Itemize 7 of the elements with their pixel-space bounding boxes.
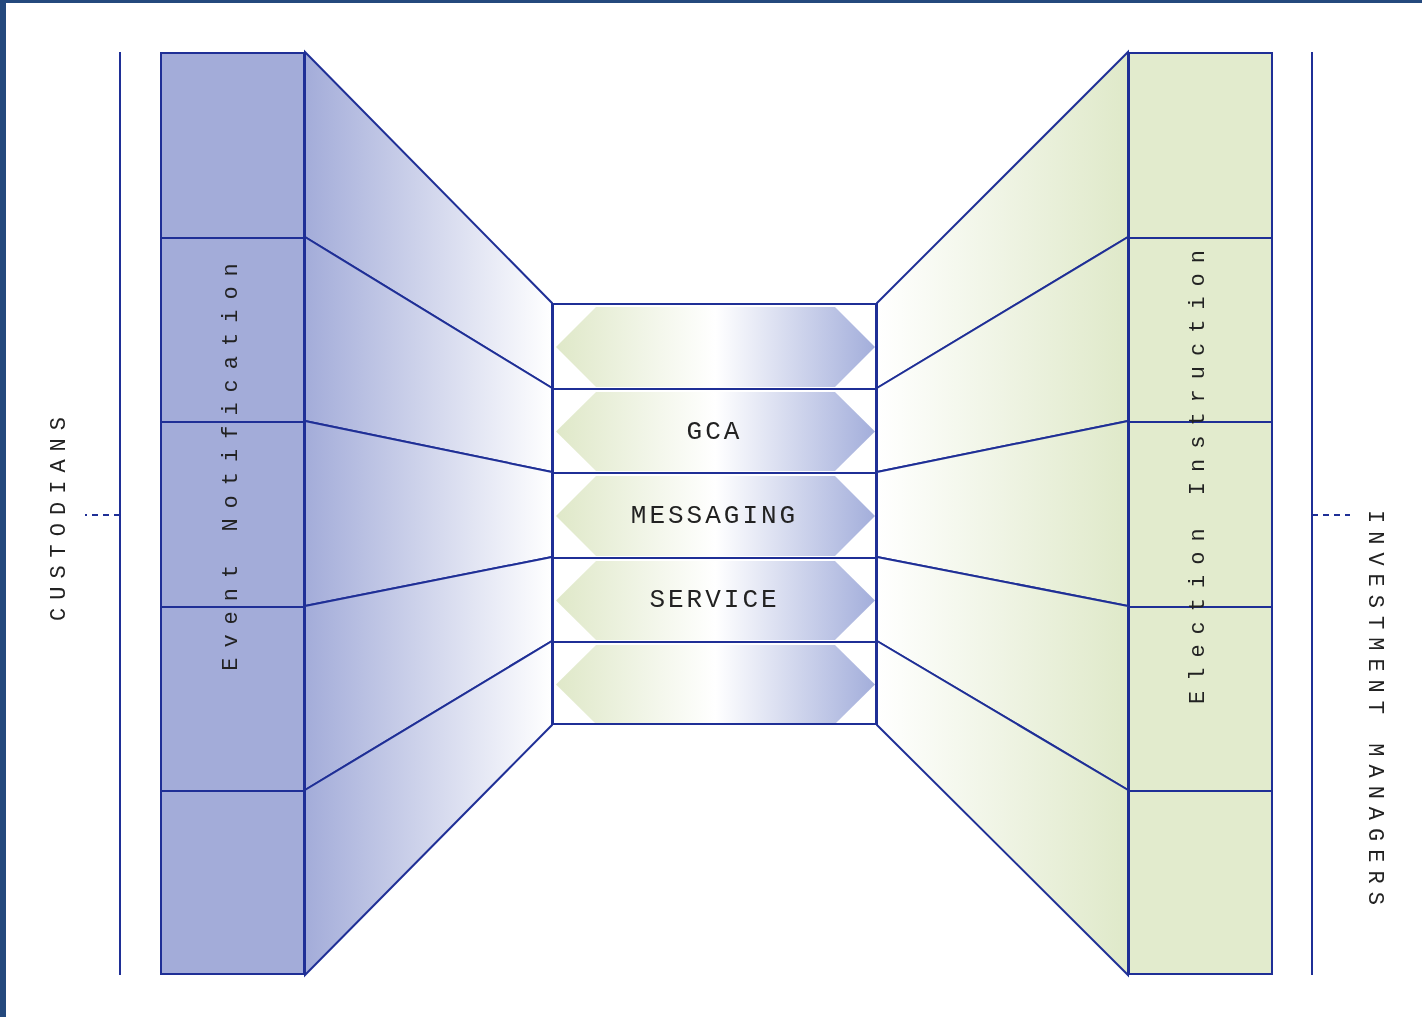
service-title: GCA MESSAGING SERVICE: [629, 416, 800, 617]
side-label: INVESTMENT MANAGERS: [1362, 510, 1387, 913]
column-box: [1128, 52, 1273, 975]
column-box: [160, 52, 305, 975]
column-label: Election Instruction: [1186, 240, 1211, 704]
column-label: Event Notification: [219, 253, 244, 671]
side-label: CUSTODIANS: [47, 409, 72, 621]
